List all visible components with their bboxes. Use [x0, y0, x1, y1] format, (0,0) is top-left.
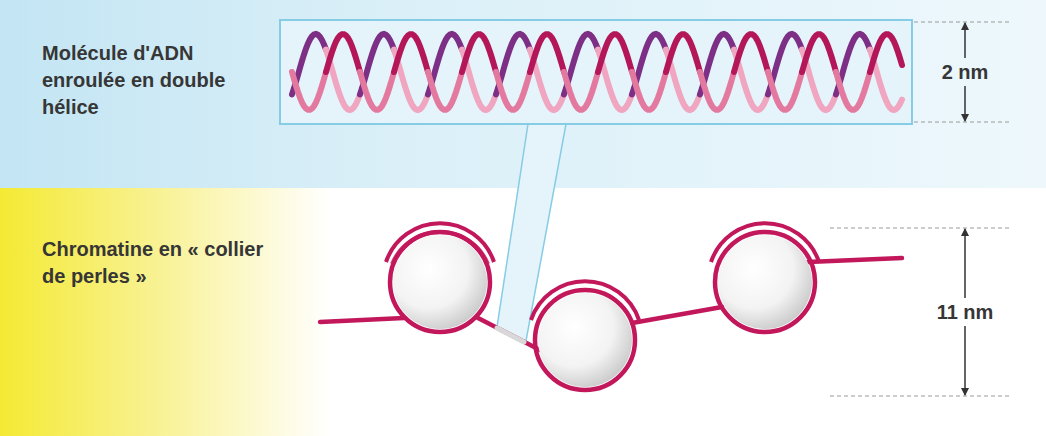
dimension-guide — [830, 22, 1010, 396]
helix-strand — [496, 72, 530, 110]
nucleosome — [711, 223, 819, 332]
helix-strand — [598, 34, 632, 72]
dna-wrap — [390, 232, 490, 332]
helix-strand — [802, 34, 836, 72]
dna-wrap — [711, 223, 819, 262]
helix-strand — [666, 34, 700, 72]
dimension-label: 11 nm — [935, 301, 996, 323]
label-slot: Molécule d'ADN enroulée en double hélice — [42, 40, 242, 121]
nucleosome — [531, 281, 639, 390]
linker-dna — [808, 258, 902, 262]
dimension-guide — [914, 22, 1010, 23]
zoomed-segment — [497, 328, 524, 342]
dimension-label: 2 nm — [940, 61, 991, 83]
helix-strand — [360, 72, 394, 110]
chromatin-band-tint — [0, 188, 330, 436]
helix-strand — [836, 72, 870, 110]
helix-strand — [428, 72, 462, 110]
label-slot: Chromatine en « collier de perles » — [42, 236, 267, 290]
dimension-arrow — [964, 229, 966, 298]
dimension-guide — [830, 228, 1010, 229]
helix-strand — [326, 34, 360, 72]
linker-dna — [478, 318, 540, 350]
structure-label: Molécule d'ADN enroulée en double hélice — [42, 40, 242, 121]
helix-strand — [462, 34, 496, 72]
helix-strand — [870, 34, 902, 72]
helix-strand — [394, 34, 428, 72]
linker-dna — [632, 307, 722, 323]
dimension-arrow — [964, 326, 966, 395]
zoom-box — [280, 20, 912, 124]
structure-label: Chromatine en « collier de perles » — [42, 236, 267, 290]
dimension-guide — [830, 396, 1010, 397]
dna-wrap — [386, 223, 494, 262]
helix-strand — [734, 34, 768, 72]
helix-strand — [700, 72, 734, 110]
helix-strand — [564, 72, 598, 110]
label-slot: 11 nm — [935, 301, 996, 323]
label-slot: 2 nm — [940, 61, 991, 83]
helix-strand — [768, 72, 802, 110]
double-helix — [292, 34, 902, 110]
dna-wrap — [531, 281, 639, 320]
linker-dna — [320, 318, 404, 322]
dna-wrap — [535, 290, 635, 390]
histone-core — [718, 235, 812, 329]
dimension-arrow — [964, 23, 966, 58]
helix-strand — [292, 72, 326, 110]
nucleosome — [386, 223, 494, 332]
helix-strand — [530, 34, 564, 72]
helix-strand — [632, 72, 666, 110]
dimension-arrow — [964, 86, 966, 121]
dimension-guide — [914, 122, 1010, 123]
dna-wrap — [715, 232, 815, 332]
histone-core — [393, 235, 487, 329]
histone-core — [538, 293, 632, 387]
